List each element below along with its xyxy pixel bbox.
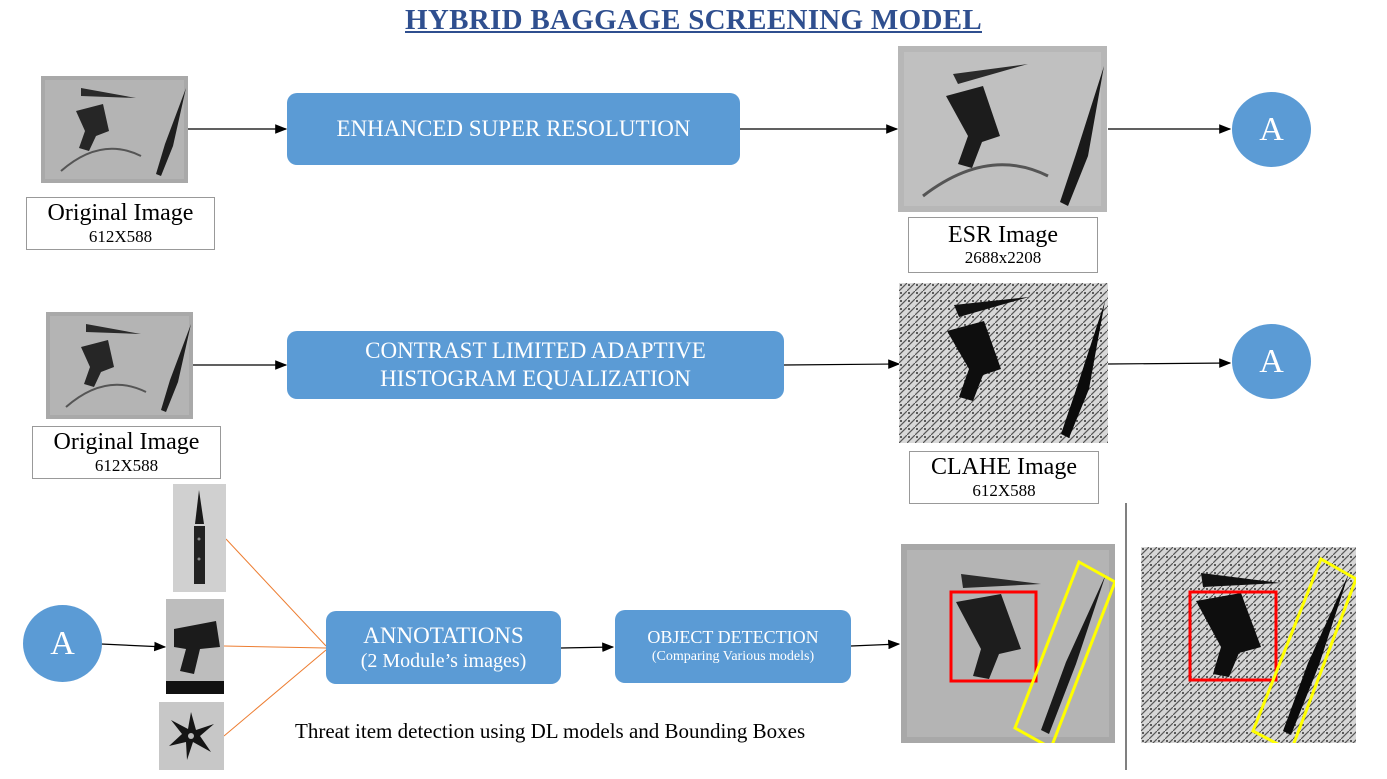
- annotations-sublabel: (2 Module’s images): [360, 650, 527, 673]
- esr-image-caption: ESR Image 2688x2208: [908, 217, 1098, 273]
- caption-size: 612X588: [94, 455, 159, 475]
- caption-name: Original Image: [53, 429, 200, 456]
- connector-label: A: [1259, 342, 1284, 380]
- original-image-caption-1: Original Image 612X588: [26, 197, 215, 250]
- arrow-clahe-to-output: [783, 359, 901, 369]
- caption-size: 2688x2208: [964, 248, 1042, 267]
- object-detection-box: OBJECT DETECTION (Comparing Various mode…: [615, 610, 851, 683]
- caption-name: CLAHE Image: [931, 454, 1077, 481]
- clahe-process-box: CONTRAST LIMITED ADAPTIVE HISTOGRAM EQUA…: [287, 331, 784, 399]
- esr-process-box: ENHANCED SUPER RESOLUTION: [287, 93, 740, 165]
- clahe-process-label-line2: HISTOGRAM EQUALIZATION: [380, 366, 691, 391]
- arrow-clahe-output-to-a: [1107, 358, 1232, 368]
- connector-a-2: A: [1232, 324, 1311, 399]
- original-xray-image-2: [46, 312, 193, 419]
- link-gun-sample: [223, 645, 327, 649]
- link-knife-sample: [225, 538, 327, 647]
- clahe-xray-image: [899, 283, 1108, 443]
- diagram-title: HYBRID BAGGAGE SCREENING MODEL: [405, 4, 982, 36]
- connector-a-1: A: [1232, 92, 1311, 167]
- clahe-process-label-line1: CONTRAST LIMITED ADAPTIVE: [365, 338, 706, 364]
- caption-name: ESR Image: [948, 221, 1058, 248]
- knife-sample-image: [173, 484, 226, 592]
- object-detection-label: OBJECT DETECTION: [647, 627, 819, 648]
- arrow-annotations-to-detection: [560, 642, 615, 653]
- detection-result-esr-image: [901, 544, 1115, 743]
- detection-result-clahe-image: [1141, 547, 1356, 743]
- original-xray-image-1: [41, 76, 188, 183]
- shuriken-sample-image: [159, 702, 224, 770]
- connector-label: A: [50, 624, 75, 662]
- connector-a-3: A: [23, 605, 102, 682]
- original-image-caption-2: Original Image 612X588: [32, 426, 221, 479]
- arrow-a-to-samples: [100, 641, 167, 652]
- esr-xray-image: [898, 46, 1107, 212]
- threat-detection-caption: Threat item detection using DL models an…: [295, 719, 806, 743]
- gun-sample-image: [166, 599, 224, 694]
- object-detection-sublabel: (Comparing Various models): [651, 648, 815, 664]
- caption-size: 612X588: [88, 226, 153, 246]
- caption-size: 612X588: [972, 480, 1036, 500]
- connector-label: A: [1259, 110, 1284, 148]
- clahe-image-caption: CLAHE Image 612X588: [909, 451, 1099, 504]
- annotations-label: ANNOTATIONS: [363, 622, 524, 648]
- esr-process-label: ENHANCED SUPER RESOLUTION: [336, 116, 691, 142]
- arrow-detection-to-result: [850, 639, 901, 650]
- caption-name: Original Image: [47, 200, 194, 227]
- annotations-box: ANNOTATIONS (2 Module’s images): [326, 611, 561, 684]
